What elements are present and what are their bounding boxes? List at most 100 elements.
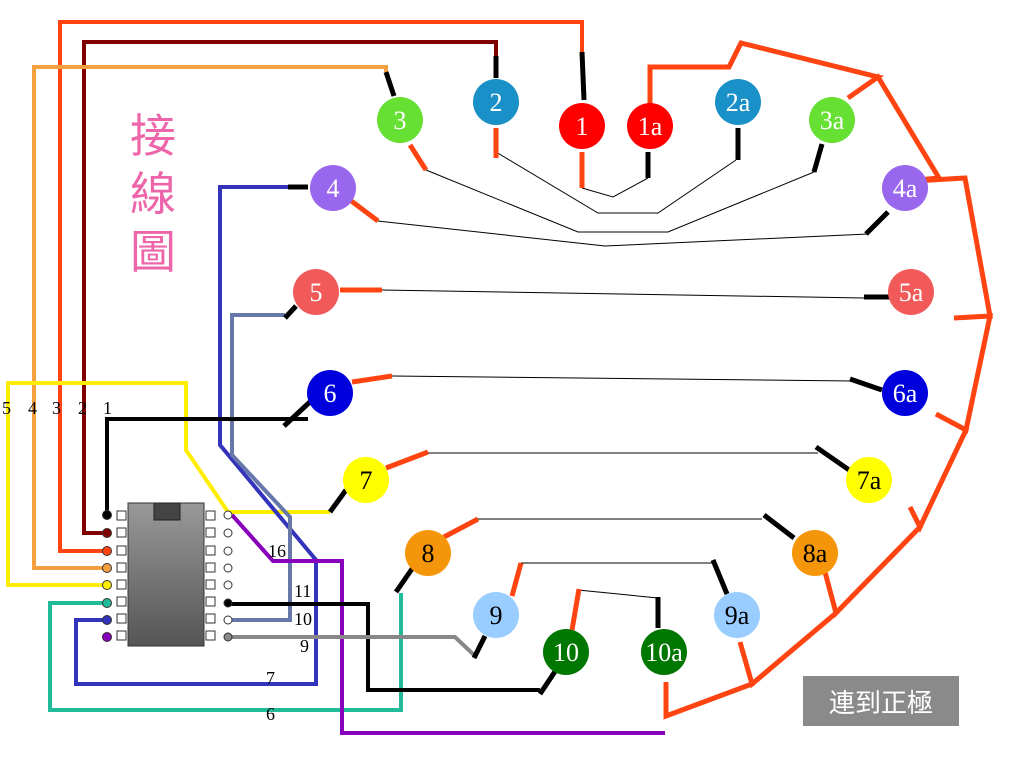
chip-body <box>127 502 205 647</box>
node-4a: 4a <box>882 165 928 211</box>
node-label: 3 <box>394 106 407 135</box>
pair-line-4 <box>377 220 869 247</box>
node-circle <box>641 629 687 675</box>
node-label: 6a <box>893 379 918 408</box>
connect-positive-bg[interactable] <box>803 676 959 726</box>
node-8a: 8a <box>792 530 838 576</box>
lead-6-left <box>282 398 314 428</box>
node-circle <box>809 97 855 143</box>
header-number: 2 <box>78 398 87 418</box>
node-circle <box>882 370 928 416</box>
node-label: 1a <box>638 112 663 141</box>
node-6: 6 <box>307 370 353 416</box>
node-circle <box>714 592 760 638</box>
node-circle <box>307 370 353 416</box>
pair-connection-lines <box>377 151 869 599</box>
node-circle <box>473 592 519 638</box>
pin-number-labels: 16 11 10 9 7 6 <box>266 541 312 724</box>
node-7a: 7a <box>846 457 892 503</box>
pin-number: 6 <box>266 704 275 724</box>
pair-line-5 <box>381 289 865 299</box>
node-2: 2 <box>473 79 519 125</box>
node-label: 10a <box>645 638 683 667</box>
node-3: 3 <box>377 97 423 143</box>
lead-10-left <box>537 668 559 696</box>
node-2a: 2a <box>715 79 761 125</box>
lead-1-top <box>579 51 587 101</box>
node-1a: 1a <box>627 103 673 149</box>
connect-positive-button[interactable]: 連到正極 <box>803 676 959 726</box>
wire-purple <box>230 513 665 735</box>
lead-4a-left <box>864 210 890 236</box>
node-7: 7 <box>343 457 389 503</box>
node-circle <box>473 79 519 125</box>
wire-dark-red <box>82 40 498 535</box>
wire-blue <box>74 185 318 686</box>
wire-gray <box>228 635 476 657</box>
node-6a: 6a <box>882 370 928 416</box>
chip-right-pads <box>205 510 216 641</box>
pair-line-1 <box>581 177 649 198</box>
node-label: 5a <box>899 278 924 307</box>
node-label: 1 <box>576 112 589 141</box>
lead-6a-left <box>849 376 883 393</box>
connect-positive-text[interactable]: 連到正極 <box>829 689 933 719</box>
node-label: 3a <box>820 106 845 135</box>
node-leads <box>282 51 893 696</box>
pin-dot-orange <box>102 563 112 573</box>
lead-9-right <box>509 562 524 597</box>
lead-3-bottom <box>407 143 429 172</box>
node-1: 1 <box>559 103 605 149</box>
node-label: 2a <box>726 88 751 117</box>
node-label: 6 <box>324 379 337 408</box>
pin-dot-yellow <box>102 580 112 590</box>
lead-3-top <box>383 71 397 97</box>
node-label: 7 <box>360 466 373 495</box>
wire-black <box>228 602 540 692</box>
chip-left-pin-dots <box>102 510 112 642</box>
node-label: 4a <box>893 174 918 203</box>
wire-orange <box>32 65 388 570</box>
node-circle <box>543 629 589 675</box>
node-10: 10 <box>543 629 589 675</box>
node-9a: 9a <box>714 592 760 638</box>
node-circle <box>310 165 356 211</box>
title-char: 接 <box>130 109 176 163</box>
pin-number: 9 <box>300 636 309 656</box>
pin-number: 16 <box>268 541 286 561</box>
lead-7a-left <box>814 444 854 475</box>
node-5: 5 <box>293 269 339 315</box>
node-label: 5 <box>310 278 323 307</box>
pin-dot-black <box>102 510 112 520</box>
node-label: 9a <box>725 601 750 630</box>
node-circle <box>792 530 838 576</box>
node-label: 7a <box>857 466 882 495</box>
lead-8-right <box>442 516 480 540</box>
lead-7-right <box>385 449 429 471</box>
pin-dot-right-gray <box>223 632 233 642</box>
header-number: 5 <box>2 398 11 418</box>
lead-3a-bottom <box>811 143 825 173</box>
pin-number: 10 <box>294 609 312 629</box>
node-9: 9 <box>473 592 519 638</box>
lead-6-right <box>351 373 393 385</box>
header-number: 4 <box>28 398 37 418</box>
node-circle <box>882 165 928 211</box>
lead-8-left <box>393 564 417 594</box>
node-label: 8a <box>803 539 828 568</box>
lead-4-right <box>348 198 380 223</box>
wire-red-orange <box>58 20 584 553</box>
pair-line-2 <box>495 151 737 214</box>
node-label: 4 <box>327 174 340 203</box>
node-circle <box>559 103 605 149</box>
node-label: 2 <box>490 88 503 117</box>
positive-rail-wire <box>647 40 994 720</box>
node-label: 10 <box>553 638 579 667</box>
header-number: 1 <box>103 398 112 418</box>
header-number-labels: 5 4 3 2 1 <box>2 398 112 418</box>
node-10a: 10a <box>641 629 687 675</box>
ic-chip <box>102 502 233 647</box>
lead-9a-left <box>710 559 730 595</box>
